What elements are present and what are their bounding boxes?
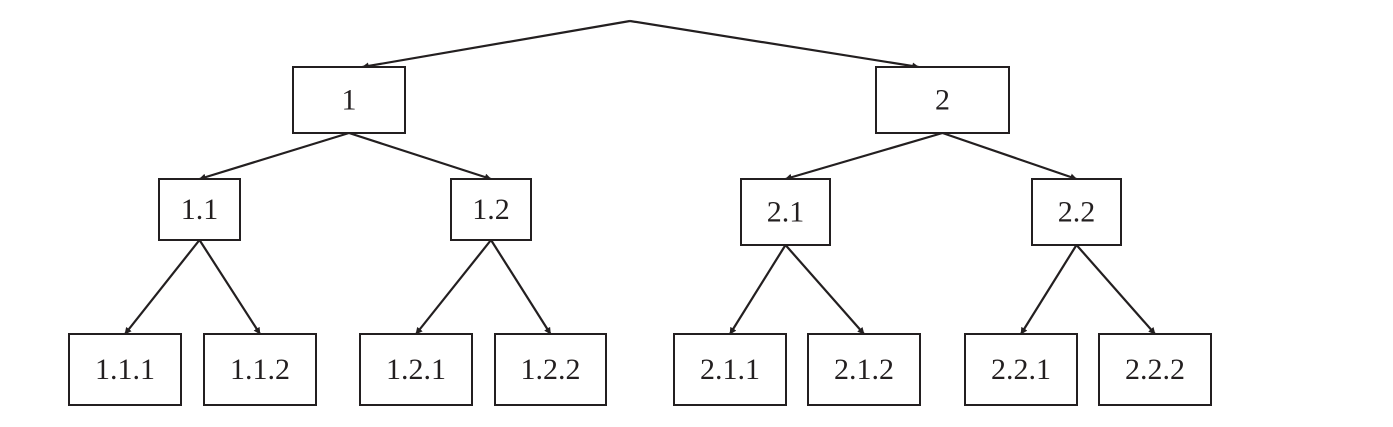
node-label: 1.1.1	[95, 353, 155, 386]
edge-root-n1	[361, 19, 631, 70]
tree-node-1-1-2: 1.1.2	[203, 333, 317, 406]
edge-root-n2	[629, 19, 920, 70]
edge-n22-n222	[1075, 244, 1156, 335]
node-label: 1	[342, 84, 357, 117]
tree-node-2: 2	[875, 66, 1010, 134]
edge-n1-n12	[348, 131, 492, 181]
node-label: 2	[935, 84, 950, 117]
edge-n1-n11	[198, 131, 350, 181]
edge-n21-n212	[784, 244, 865, 335]
edge-n21-n211	[729, 244, 787, 335]
node-label: 1.2.1	[386, 353, 446, 386]
tree-node-1-1-1: 1.1.1	[68, 333, 182, 406]
node-label: 2.2	[1058, 196, 1096, 229]
node-box	[673, 333, 787, 406]
node-box	[1098, 333, 1212, 406]
edge-n22-n221	[1020, 244, 1078, 335]
node-label: 2.1.2	[834, 353, 894, 386]
node-label: 1.2	[472, 193, 510, 226]
node-label: 1.1.2	[230, 353, 290, 386]
node-box	[359, 333, 473, 406]
nodes: 1 2 1.1 1.2 2.1 2.2 1.1.1 1.1.2 1.2.1 1.2.2 2.1.1 2…	[68, 66, 1212, 406]
node-label: 1.1	[181, 193, 219, 226]
node-label: 2.1	[767, 196, 805, 229]
node-box	[1031, 178, 1122, 246]
edge-n12-n122	[490, 239, 552, 335]
edge-n2-n21	[784, 131, 943, 181]
node-box	[494, 333, 607, 406]
tree-node-1-2-1: 1.2.1	[359, 333, 473, 406]
edges	[124, 19, 1156, 335]
tree-node-1-2-2: 1.2.2	[494, 333, 607, 406]
tree-node-2-2-1: 2.2.1	[964, 333, 1078, 406]
node-label: 1.2.2	[521, 353, 581, 386]
edge-n12-n121	[415, 239, 492, 335]
tree-node-2-1: 2.1	[740, 178, 831, 246]
tree-node-2-2-2: 2.2.2	[1098, 333, 1212, 406]
tree-node-1-1: 1.1	[158, 178, 241, 241]
node-box	[203, 333, 317, 406]
node-box	[292, 66, 406, 134]
edge-n11-n112	[198, 239, 261, 335]
tree-node-2-2: 2.2	[1031, 178, 1122, 246]
node-box	[450, 178, 532, 241]
node-label: 2.1.1	[700, 353, 760, 386]
node-box	[964, 333, 1078, 406]
tree-node-2-1-1: 2.1.1	[673, 333, 787, 406]
node-box	[740, 178, 831, 246]
node-label: 2.2.1	[991, 353, 1051, 386]
tree-node-2-1-2: 2.1.2	[807, 333, 921, 406]
node-box	[68, 333, 182, 406]
edge-n11-n111	[124, 239, 201, 335]
node-box	[875, 66, 1010, 134]
node-box	[807, 333, 921, 406]
tree-node-1-2: 1.2	[450, 178, 532, 241]
tree-node-1: 1	[292, 66, 406, 134]
node-label: 2.2.2	[1125, 353, 1185, 386]
node-box	[158, 178, 241, 241]
edge-n2-n22	[942, 131, 1078, 181]
